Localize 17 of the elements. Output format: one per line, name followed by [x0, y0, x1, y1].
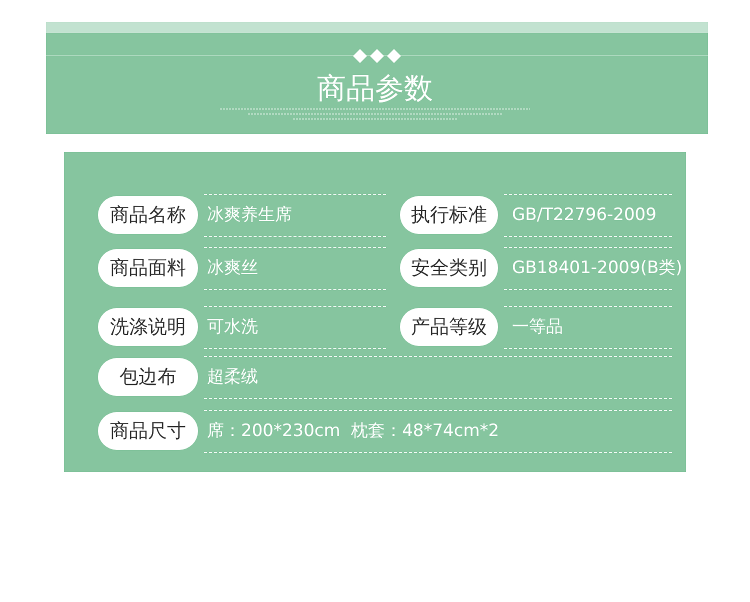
value-text: 超柔绒: [207, 366, 258, 389]
label-pill: 产品等级: [400, 308, 498, 346]
label-pill: 洗涤说明: [98, 308, 198, 346]
label-pill: 商品名称: [98, 196, 198, 234]
label-pill: 包边布: [98, 358, 198, 396]
title: 商品参数: [316, 70, 434, 106]
label-pill: 安全类别: [400, 249, 498, 287]
value-text: GB18401-2009(B类): [512, 257, 682, 280]
label-pill: 商品面料: [98, 249, 198, 287]
value-text: 席：200*230cm 枕套：48*74cm*2: [207, 420, 500, 443]
value-text: 冰爽丝: [207, 257, 258, 280]
label-pill: 执行标准: [400, 196, 498, 234]
value-text: GB/T22796-2009: [512, 204, 656, 227]
value-text: 可水洗: [207, 316, 258, 339]
label-pill: 商品尺寸: [98, 412, 198, 450]
value-text: 一等品: [512, 316, 563, 339]
value-text: 冰爽养生席: [207, 204, 292, 227]
